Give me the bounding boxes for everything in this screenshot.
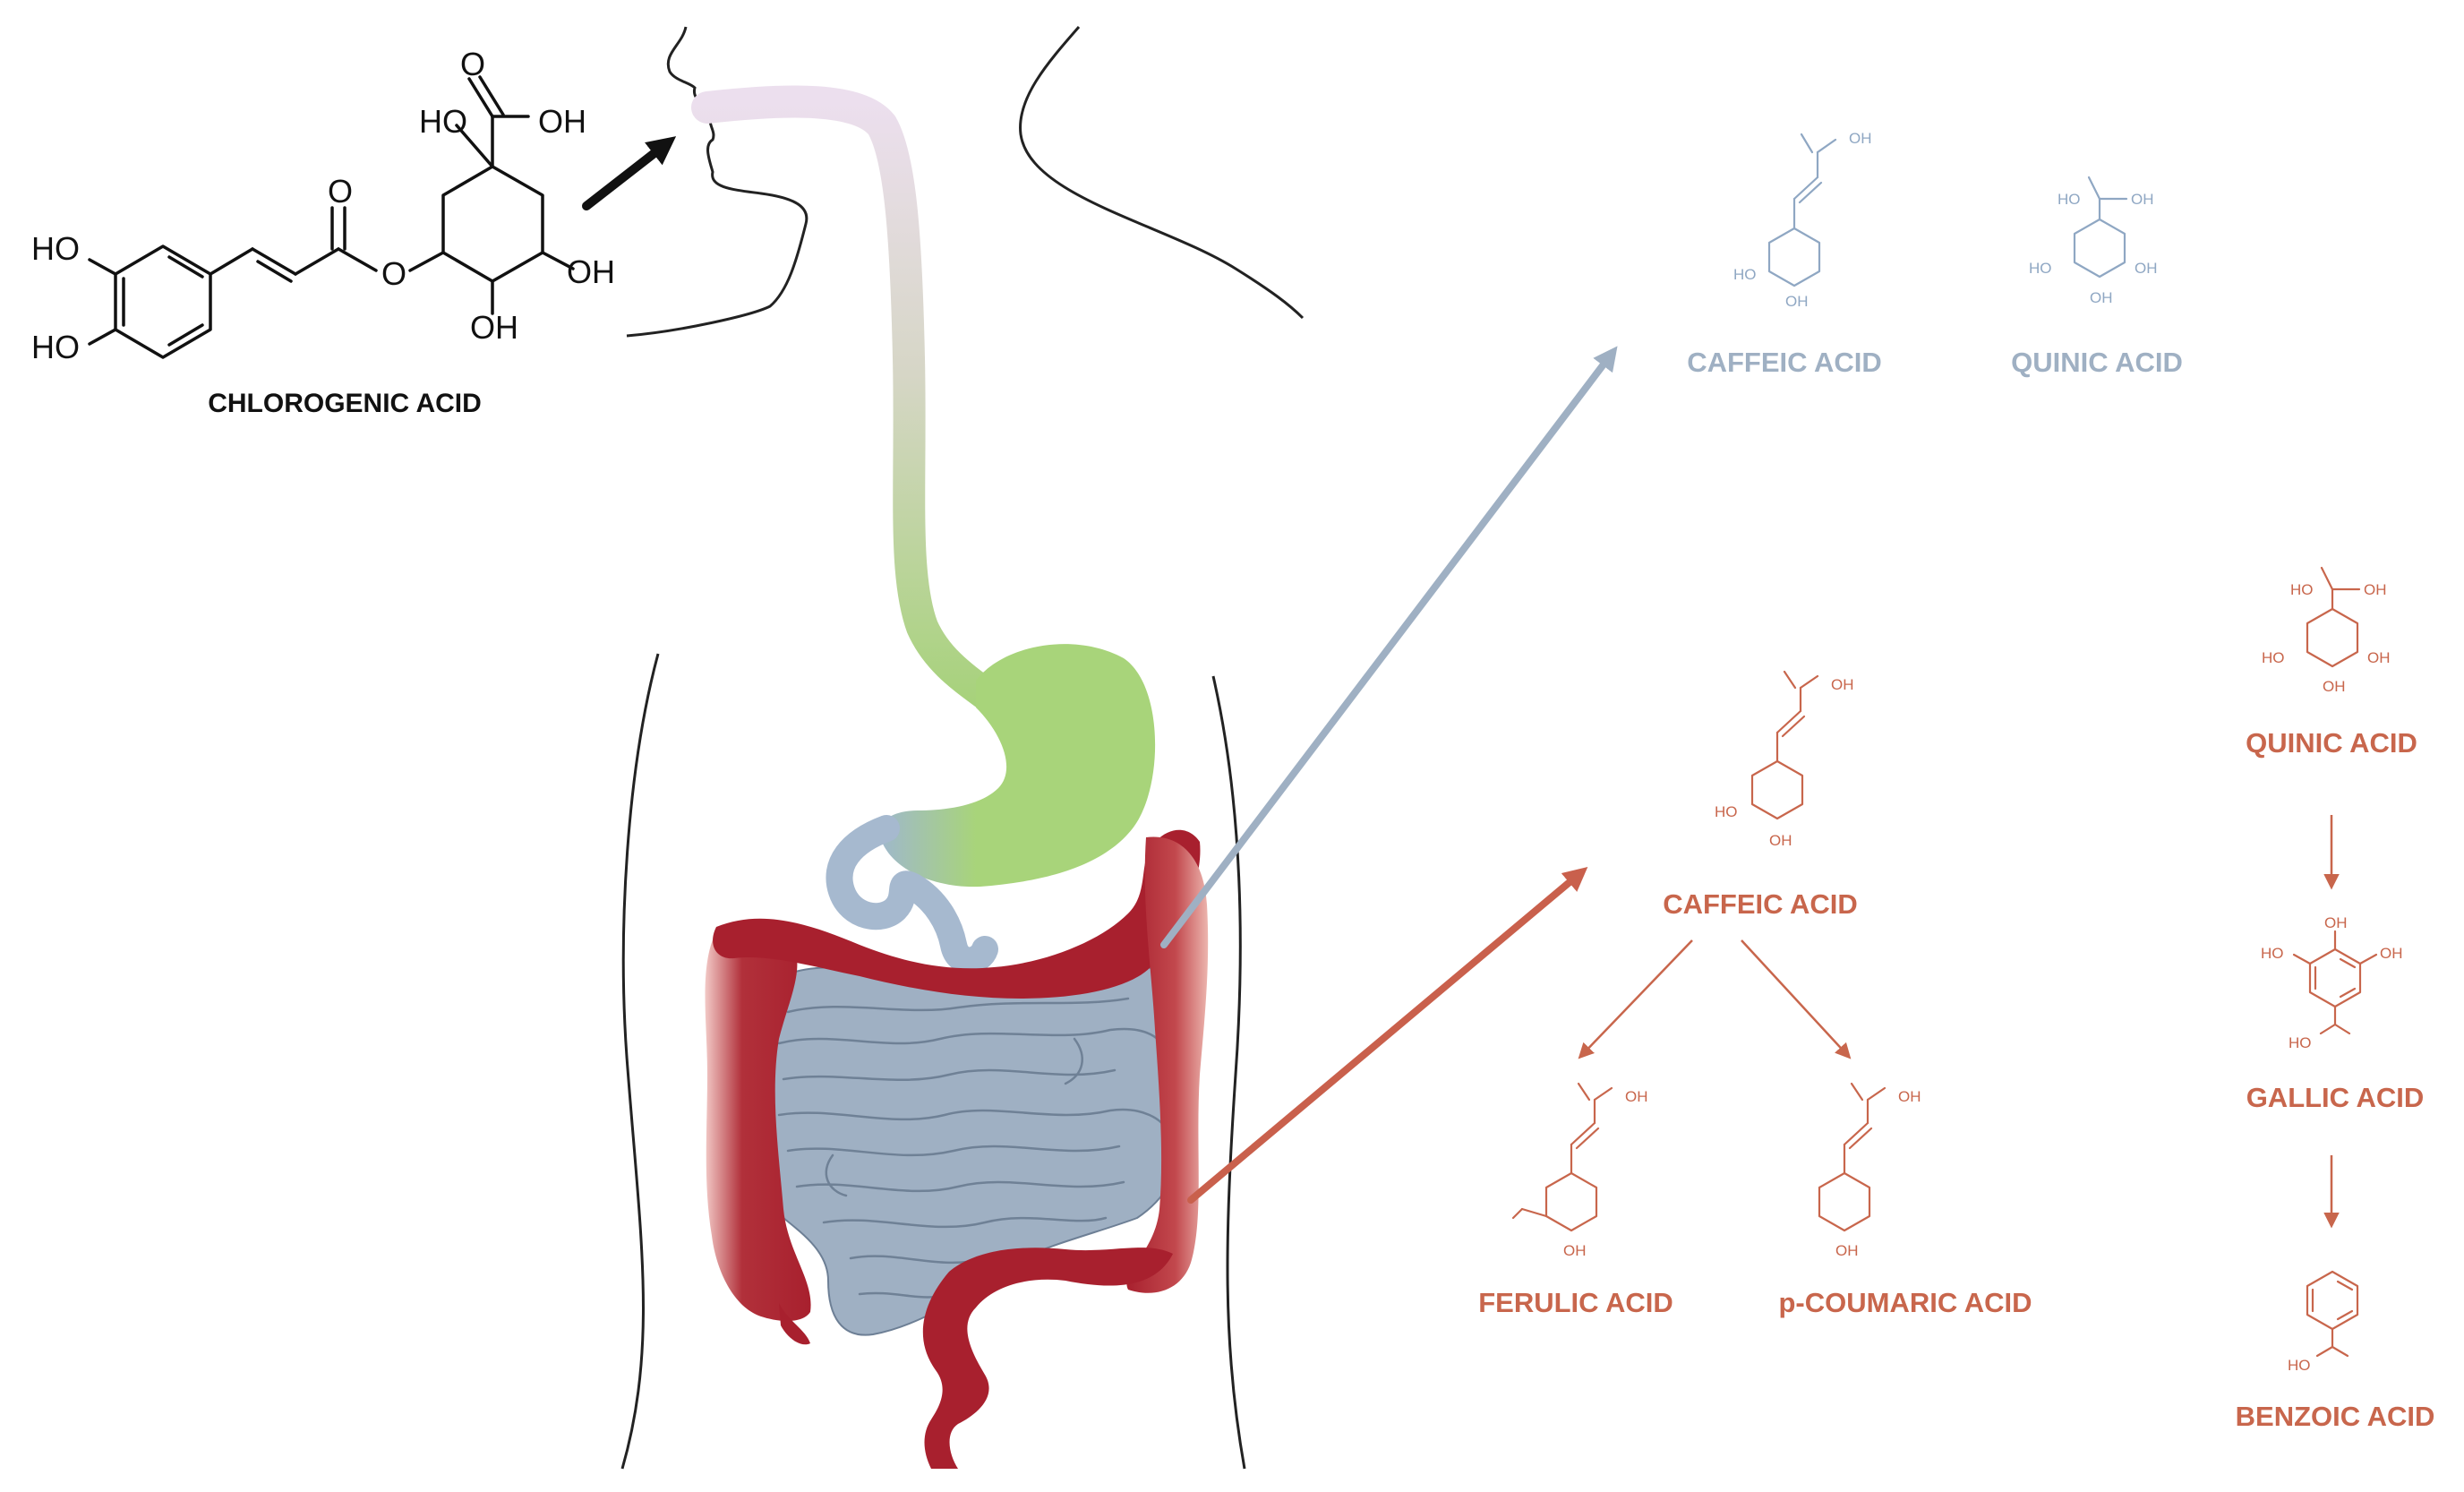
atom: OH [1849, 130, 1872, 147]
quinic-acid-colon-structure [2306, 566, 2361, 668]
atom: HO [1715, 803, 1738, 820]
stomach [879, 644, 1156, 887]
atom: OH [1898, 1088, 1921, 1105]
colon-descending [1126, 836, 1209, 1293]
atom: OH [1831, 676, 1854, 693]
caffeic-acid-colon-structure [1750, 670, 1819, 820]
arrow-caffeic-to-ferulic [1578, 939, 1693, 1059]
colon-ascending [705, 922, 811, 1321]
gallic-acid-label: GALLIC ACID [2246, 1082, 2425, 1113]
atom-carboxyl-oh: OH [538, 103, 586, 140]
p-coumaric-acid-label: p-COUMARIC ACID [1779, 1287, 2032, 1318]
chlorogenic-acid-atoms: HO HO O O HO O OH OH OH [31, 46, 615, 365]
atom: OH [1835, 1242, 1859, 1259]
colon-sigmoid-rectum [922, 1248, 1173, 1469]
atom: OH [1769, 832, 1792, 849]
atom-ho-top: HO [419, 103, 467, 140]
atom: OH [2135, 260, 2158, 277]
atom: OH [2090, 289, 2113, 306]
ferulic-acid-label: FERULIC ACID [1478, 1287, 1673, 1318]
atom: OH [2131, 191, 2154, 208]
atom: OH [2364, 581, 2387, 598]
atom: HO [2289, 1034, 2312, 1051]
atom: HO [2262, 649, 2285, 666]
chlorogenic-acid-label: CHLOROGENIC ACID [208, 389, 482, 418]
atom-ho-catechol-1: HO [31, 230, 80, 267]
caffeic-acid-colon-label: CAFFEIC ACID [1663, 888, 1858, 920]
atom: OH [2380, 945, 2403, 962]
quinic-acid-colon-atoms: HO OH HO OH OH [2262, 581, 2391, 695]
atom: OH [1563, 1242, 1587, 1259]
benzoic-acid-structure [2306, 1270, 2359, 1358]
atom-ester-carbonyl-o: O [328, 173, 353, 210]
quinic-acid-colon-label: QUINIC ACID [2246, 727, 2417, 759]
quinic-acid-upper-structure [2073, 176, 2128, 279]
quinic-acid-upper-atoms: HO OH HO OH OH [2029, 191, 2158, 306]
caffeic-acid-colon-atoms: OH HO OH [1715, 676, 1854, 849]
duodenum [826, 815, 998, 974]
esophagus [691, 85, 1019, 724]
colon-transverse [713, 829, 1201, 999]
body-outline [620, 26, 1305, 1470]
atom: OH [1625, 1088, 1648, 1105]
colon-arrow [1187, 867, 1588, 1204]
p-coumaric-acid-atoms: OH OH [1835, 1088, 1921, 1259]
neck-back [1019, 26, 1305, 320]
caffeic-acid-upper-label: CAFFEIC ACID [1687, 347, 1882, 378]
atom-ester-o: O [381, 255, 406, 292]
ferulic-acid-atoms: OH OH [1563, 1088, 1648, 1259]
atom-ho-catechol-2: HO [31, 329, 80, 365]
atom-carboxyl-o: O [460, 46, 485, 82]
atom: HO [2261, 945, 2284, 962]
caffeic-acid-upper-atoms: OH HO OH [1733, 130, 1872, 310]
atom: OH [2323, 678, 2346, 695]
atom: OH [2324, 914, 2348, 931]
ferulic-acid-structure [1511, 1082, 1613, 1232]
atom: HO [2290, 581, 2314, 598]
atom: HO [2058, 191, 2081, 208]
atom: OH [1785, 293, 1809, 310]
atom-oh-right: OH [567, 253, 615, 290]
benzoic-acid-atoms: HO [2288, 1357, 2311, 1374]
atom: HO [1733, 266, 1757, 283]
upper-gi-arrow [1160, 346, 1618, 948]
atom: HO [2029, 260, 2052, 277]
caffeic-acid-upper-structure [1767, 133, 1837, 287]
p-coumaric-acid-structure [1818, 1082, 1886, 1232]
torso-right [1211, 675, 1246, 1470]
gallic-acid-structure [2292, 930, 2378, 1035]
intestine-folds [777, 997, 1170, 1299]
benzoic-acid-label: BENZOIC ACID [2236, 1401, 2435, 1432]
quinic-acid-upper-label: QUINIC ACID [2011, 347, 2183, 378]
atom: OH [2367, 649, 2391, 666]
torso-left [620, 653, 660, 1470]
ingestion-arrow [582, 136, 677, 210]
gallic-acid-atoms: OH HO OH HO [2261, 914, 2403, 1051]
face-profile [626, 26, 808, 338]
gi-tract [691, 85, 1209, 1469]
atom: HO [2288, 1357, 2311, 1374]
chlorogenic-acid-structure [88, 75, 575, 359]
appendix [779, 1303, 810, 1345]
arrow-caffeic-to-coumaric [1741, 939, 1852, 1059]
atom-oh-bottom: OH [470, 309, 518, 346]
